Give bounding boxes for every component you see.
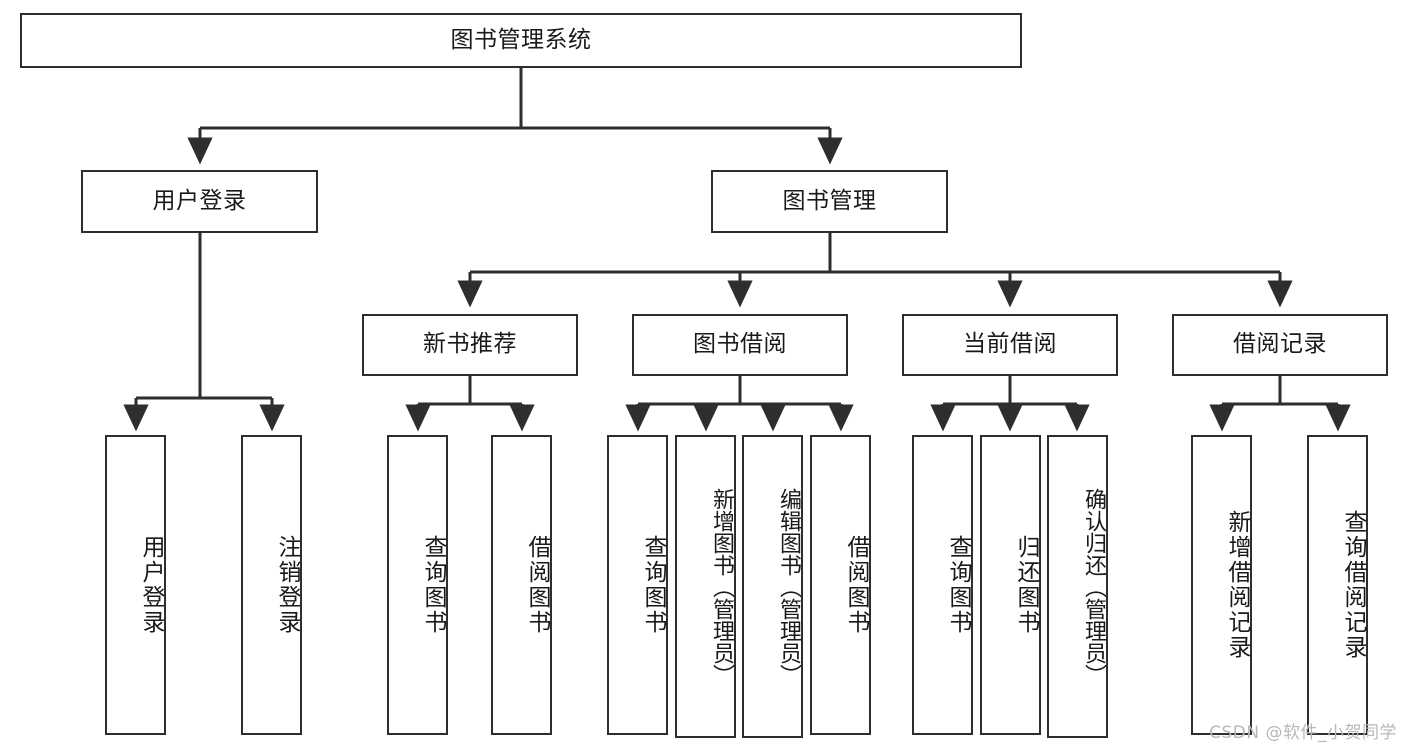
leaf-borrow-book-2-label: 借阅图书 (843, 535, 869, 635)
leaf-query-record-label: 查询借阅记录 (1340, 510, 1366, 660)
leaf-add-record[interactable]: 新增借阅记录 (1191, 435, 1252, 735)
node-book-borrow[interactable]: 图书借阅 (632, 314, 848, 376)
node-root[interactable]: 图书管理系统 (20, 13, 1022, 68)
leaf-return-book[interactable]: 归还图书 (980, 435, 1041, 735)
leaf-user-login-label: 用户登录 (138, 535, 164, 635)
leaf-borrow-book-2[interactable]: 借阅图书 (810, 435, 871, 735)
leaf-edit-book[interactable]: 编辑图书（管理员） (742, 435, 803, 738)
leaf-query-book-2[interactable]: 查询图书 (607, 435, 668, 735)
leaf-edit-book-label: 编辑图书（管理员） (776, 487, 801, 686)
leaf-query-book-2-label: 查询图书 (640, 535, 666, 635)
leaf-confirm-return[interactable]: 确认归还（管理员） (1047, 435, 1108, 738)
node-user-login[interactable]: 用户登录 (81, 170, 318, 233)
node-root-label: 图书管理系统 (450, 26, 592, 53)
leaf-add-book[interactable]: 新增图书（管理员） (675, 435, 736, 738)
node-user-login-label: 用户登录 (152, 187, 247, 214)
watermark-text: CSDN @软件_小贺同学 (1209, 723, 1397, 743)
leaf-borrow-book-1-label: 借阅图书 (524, 535, 550, 635)
leaf-query-record[interactable]: 查询借阅记录 (1307, 435, 1368, 735)
node-current-borrow-label: 当前借阅 (963, 331, 1057, 358)
leaf-add-book-label: 新增图书（管理员） (709, 487, 734, 686)
leaf-return-book-label: 归还图书 (1013, 535, 1039, 635)
node-borrow-record[interactable]: 借阅记录 (1172, 314, 1388, 376)
leaf-user-login[interactable]: 用户登录 (105, 435, 166, 735)
leaf-borrow-book-1[interactable]: 借阅图书 (491, 435, 552, 735)
leaf-query-book-1[interactable]: 查询图书 (387, 435, 448, 735)
leaf-add-record-label: 新增借阅记录 (1224, 510, 1250, 660)
node-book-borrow-label: 图书借阅 (693, 331, 787, 358)
leaf-confirm-return-label: 确认归还（管理员） (1081, 487, 1106, 686)
node-book-manage[interactable]: 图书管理 (711, 170, 948, 233)
leaf-logout[interactable]: 注销登录 (241, 435, 302, 735)
leaf-logout-label: 注销登录 (274, 535, 300, 635)
node-borrow-record-label: 借阅记录 (1233, 331, 1327, 358)
leaf-query-book-3-label: 查询图书 (945, 535, 971, 635)
node-book-manage-label: 图书管理 (782, 187, 877, 214)
leaf-query-book-3[interactable]: 查询图书 (912, 435, 973, 735)
node-new-book-rec-label: 新书推荐 (423, 331, 517, 358)
leaf-query-book-1-label: 查询图书 (420, 535, 446, 635)
node-current-borrow[interactable]: 当前借阅 (902, 314, 1118, 376)
node-new-book-rec[interactable]: 新书推荐 (362, 314, 578, 376)
